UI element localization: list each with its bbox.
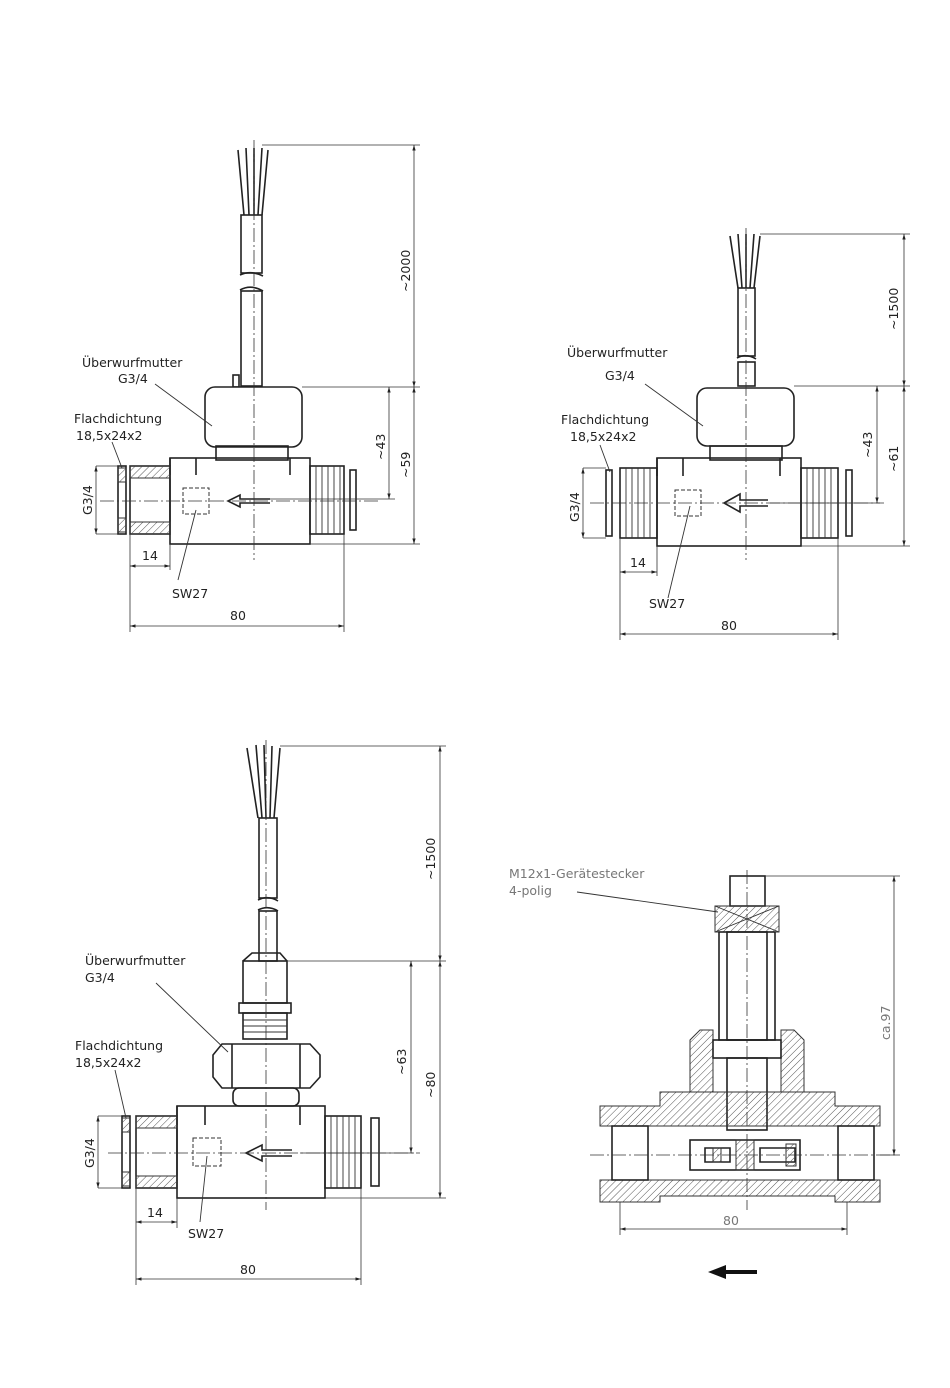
view-a-union-nut: [205, 387, 302, 447]
view-c-union-nut: [213, 1044, 320, 1088]
view-a-dim-cable: ~2000: [398, 250, 413, 292]
view-c-seal-label-1: Flachdichtung: [75, 1038, 163, 1053]
view-a-dim-43: ~43: [373, 434, 388, 460]
view-c-cable-1500-gland: Überwurfmutter G3/4 Flachdichtung 18,5x2…: [75, 740, 446, 1285]
view-b-seal-label-2: 18,5x24x2: [570, 429, 637, 444]
view-a-thread-label: G3/4: [80, 485, 95, 515]
view-a-dim-59: ~59: [398, 452, 413, 478]
view-a-seal-label-2: 18,5x24x2: [76, 428, 143, 443]
view-b-cable-1500: Überwurfmutter G3/4 Flachdichtung 18,5x2…: [561, 228, 910, 640]
view-b-wrench-label: SW27: [649, 596, 685, 611]
view-d-m12-connector-section: M12x1-Gerätestecker 4-polig ca.97 80: [509, 866, 900, 1279]
view-c-thread-label: G3/4: [82, 1138, 97, 1168]
view-c-wrench-label: SW27: [188, 1226, 224, 1241]
view-c-cable-gland: [239, 953, 291, 1039]
view-c-dim-cable: ~1500: [423, 838, 438, 880]
view-d-connector-label-1: M12x1-Gerätestecker: [509, 866, 645, 881]
view-a-dim-14: 14: [142, 548, 158, 563]
view-c-dim-63: ~63: [394, 1049, 409, 1075]
view-c-dim-14: 14: [147, 1205, 163, 1220]
view-b-dim-80: 80: [721, 618, 737, 633]
view-b-seal-label-1: Flachdichtung: [561, 412, 649, 427]
view-b-dim-61: ~61: [886, 446, 901, 472]
view-a-right-thread: [310, 466, 344, 534]
view-b-dim-43: ~43: [860, 432, 875, 458]
view-b-cable: [730, 234, 760, 386]
view-b-nut-label-2: G3/4: [605, 368, 635, 383]
view-d-connector-label-2: 4-polig: [509, 883, 552, 898]
view-a-dim-80: 80: [230, 608, 246, 623]
view-b-thread-label: G3/4: [567, 492, 582, 522]
view-a-cable-2000: Überwurfmutter G3/4 Flachdichtung 18,5x2…: [74, 140, 420, 632]
view-c-nut-label-1: Überwurfmutter: [85, 952, 186, 968]
view-a-nut-label-2: G3/4: [118, 371, 148, 386]
view-b-dim-cable: ~1500: [886, 288, 901, 330]
view-d-dim-80: 80: [723, 1213, 739, 1228]
view-c-dim-80v: ~80: [423, 1072, 438, 1098]
view-c-nut-label-2: G3/4: [85, 970, 115, 985]
view-a-seal-label-1: Flachdichtung: [74, 411, 162, 426]
view-c-cable: [247, 745, 280, 961]
view-b-dim-14: 14: [630, 555, 646, 570]
view-c-seal-label-2: 18,5x24x2: [75, 1055, 142, 1070]
view-a-wrench-label: SW27: [172, 586, 208, 601]
view-a-nut-label-1: Überwurfmutter: [82, 354, 183, 370]
view-d-dim-97: ca.97: [878, 1006, 893, 1040]
view-c-dim-80: 80: [240, 1262, 256, 1277]
view-b-union-nut: [697, 388, 794, 446]
view-c-body: [177, 1106, 325, 1198]
view-b-nut-label-1: Überwurfmutter: [567, 344, 668, 360]
arrow-left-icon: [708, 1265, 757, 1279]
view-a-cable: [233, 148, 268, 387]
